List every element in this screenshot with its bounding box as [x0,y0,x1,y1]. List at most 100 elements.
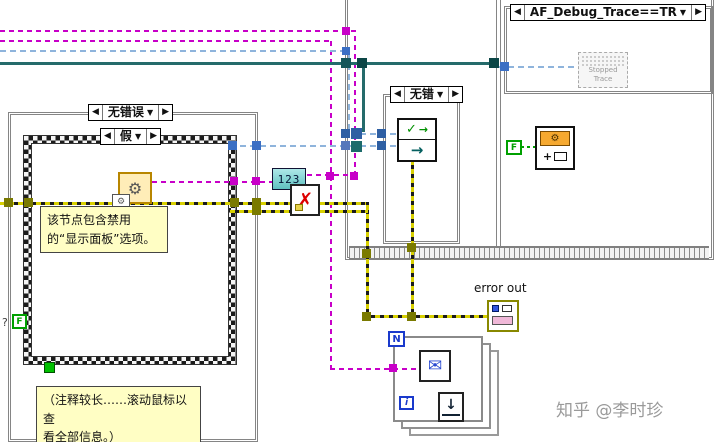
class-junction-2 [350,172,358,180]
data-wire-to-stopped-trace[interactable] [498,66,580,68]
class-junction-1 [326,172,334,180]
arrow-row: → [399,140,435,160]
data-wire-vert[interactable] [348,50,350,130]
watermark: 知乎 @李时珍 [556,401,664,421]
class-wire-to-display[interactable] [152,181,273,183]
reference-wire-main[interactable] [0,62,494,65]
case-selector-error[interactable]: ◀ 无错误 ▼ ▶ [88,104,174,121]
yellow-corner-icon [295,204,303,211]
gear-icon: ⚙ [116,197,126,207]
case-selector-label[interactable]: AF_Debug_Trace==TR [529,5,677,19]
case-prev-arrow-icon[interactable]: ◀ [514,7,521,17]
box-shape-icon [554,151,568,161]
bool-wire-f[interactable] [521,146,535,148]
reference-wire-drop[interactable] [362,62,365,132]
case-selector-debug-trace[interactable]: ◀ AF_Debug_Trace==TR ▼ ▶ [510,4,706,21]
film-strip-border [349,246,709,260]
class-tunnel-seq[interactable] [342,27,350,35]
plus-icon: + [542,149,553,163]
red-x-error-icon[interactable]: ✗ [290,184,320,216]
error-tunnel-disable-r[interactable] [230,198,239,207]
class-wire-to-loop[interactable] [330,368,420,370]
stopped-trace-label: Stopped Trace [588,66,618,83]
reference-tunnel[interactable] [341,58,351,68]
case-selector-label[interactable]: 无错 [409,87,434,101]
error-tunnel-case-r2[interactable] [252,206,261,215]
class-wire-vert-2[interactable] [330,40,332,370]
comment-long-note[interactable]: （注释较长……滚动鼠标以查 看全部信息。） 条件结构位于调用周围，而 [36,386,201,442]
error-tunnel-left-border[interactable] [4,198,13,207]
error-out-label: error out [474,281,527,295]
data-tunnel-case-2[interactable] [377,141,386,150]
class-tunnel-left-case[interactable] [252,177,260,185]
reference-junction-2 [489,58,499,68]
false-constant[interactable]: F [506,140,522,155]
loop-iteration-terminal[interactable]: i [399,396,414,410]
error-tunnel-film-2[interactable] [407,243,416,252]
data-junction-block-1 [351,128,362,139]
data-tunnel-left-case[interactable] [252,141,261,150]
plus-box-row: + [542,146,568,166]
error-tunnel-case-r1[interactable] [252,198,261,207]
case-dropdown-icon[interactable]: ▼ [134,132,142,141]
loop-count-terminal[interactable]: N [388,331,405,347]
comment-disabled-panel[interactable]: 该节点包含禁用的“显示面板”选项。 [40,206,168,254]
error-wire-below-film[interactable] [411,246,414,318]
sequence-frame-divider[interactable] [496,0,501,246]
case-selector-group: 无错误 ▼ [101,105,160,120]
error-junction-1 [362,312,371,321]
case-dropdown-icon[interactable]: ▼ [679,8,687,17]
class-tunnel-disable[interactable] [230,177,238,185]
case-selector-no-error[interactable]: ◀ 无错 ▼ ▶ [390,86,464,103]
case-next-arrow-icon[interactable]: ▶ [695,7,702,17]
case-next-arrow-icon[interactable]: ▶ [162,107,170,117]
mail-node[interactable]: ✉ [419,350,451,382]
envelope-icon: ✉ [427,355,443,376]
data-wire-top[interactable] [0,50,350,52]
case-prev-arrow-icon[interactable]: ◀ [104,131,111,141]
arrow-right-icon: → [418,123,429,136]
false-constant-2[interactable]: F [12,314,27,329]
boolean-tunnel[interactable] [44,362,55,373]
data-tunnel-debug-case[interactable] [500,62,509,71]
error-out-indicator[interactable] [487,300,519,332]
error-wire-vert[interactable] [366,202,369,318]
case-prev-arrow-icon[interactable]: ◀ [92,107,99,117]
case-selector-group: 假 ▼ [113,129,148,144]
error-wire-out-of-x[interactable] [320,202,368,205]
class-wire-vert-1[interactable] [354,30,356,176]
check-icon: ✓ [405,122,417,137]
class-wire-top-2[interactable] [0,40,332,42]
case-selector-label[interactable]: 无错误 [107,105,144,119]
data-tunnel-seq-2[interactable] [341,141,350,150]
case-selector-label[interactable]: 假 [119,129,132,143]
error-wire-to-error-out[interactable] [366,315,488,318]
data-tunnel-disable[interactable] [228,141,237,150]
case-next-arrow-icon[interactable]: ▶ [150,131,158,141]
disable-selector-false[interactable]: ◀ 假 ▼ ▶ [100,128,162,145]
case-dropdown-icon[interactable]: ▼ [146,108,154,117]
error-wire-case-down[interactable] [411,160,414,246]
class-wire-top-1[interactable] [0,30,356,32]
data-wire-into-case-2[interactable] [230,145,398,147]
data-junction-block-2 [351,141,362,152]
gear-plus-node[interactable]: ⚙ + [535,126,575,170]
data-tunnel-seq-1[interactable] [341,129,350,138]
case-prev-arrow-icon[interactable]: ◀ [394,89,401,99]
stopped-trace-node[interactable]: Stopped Trace [578,52,628,88]
dotted-pattern-icon [581,55,625,66]
error-tunnel-film-1[interactable] [362,249,371,258]
error-tunnel-disable-l[interactable] [24,198,33,207]
orange-gear-strip: ⚙ [540,131,570,146]
case-selector-group: 无错 ▼ [403,87,450,102]
no-error-case-structure[interactable] [383,94,460,244]
case-dropdown-icon[interactable]: ▼ [436,90,444,99]
data-tunnel-seq-top[interactable] [342,47,350,55]
download-arrow-node[interactable]: ↓ [438,392,464,422]
checkmark-arrow-node[interactable]: ✓ → → [397,118,437,162]
class-tunnel-loop[interactable] [389,364,397,372]
down-arrow-icon: ↓ [442,397,460,416]
data-tunnel-case-1[interactable] [377,129,386,138]
case-next-arrow-icon[interactable]: ▶ [452,89,460,99]
